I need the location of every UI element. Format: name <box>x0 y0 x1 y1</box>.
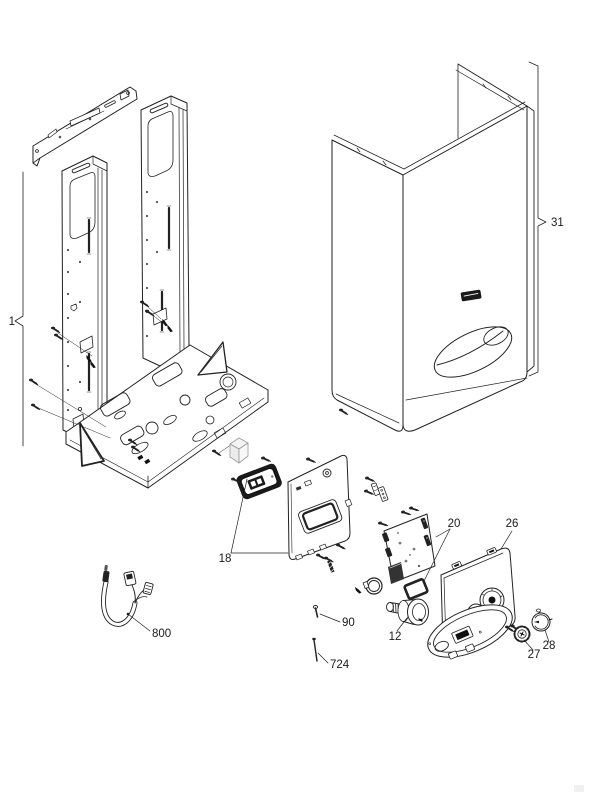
part-label-control-box: 26 <box>506 518 519 530</box>
callout-knob <box>396 617 408 632</box>
part-label-knob: 12 <box>389 631 402 643</box>
part-label-knob-round: 28 <box>543 640 556 652</box>
part-label-screw: 90 <box>342 617 355 629</box>
part-label-knob-small: 27 <box>528 649 541 661</box>
display-bezel <box>236 463 282 500</box>
part-label-screw-long: 724 <box>330 659 350 671</box>
wall-bracket <box>32 86 138 167</box>
outer-case <box>331 63 535 432</box>
screw-90 <box>312 605 319 618</box>
base-plate <box>65 341 269 489</box>
panel-screws <box>229 454 347 573</box>
panel-support <box>287 454 353 561</box>
callout-knob-27 <box>523 639 534 651</box>
left-side-panel <box>61 155 108 438</box>
callout-knob-28 <box>544 629 550 643</box>
part-label-panel-support: 18 <box>219 553 232 565</box>
knob-28 <box>531 608 553 632</box>
cable-800 <box>100 564 154 627</box>
part-label-pcb: 20 <box>448 518 461 530</box>
callout-screw-90 <box>319 613 341 623</box>
part-label-case: 31 <box>551 217 564 229</box>
screw-724 <box>312 637 318 662</box>
callout-cable <box>127 613 151 632</box>
callout-panel <box>230 478 289 554</box>
knob-27 <box>510 624 531 643</box>
page-artifact <box>574 785 584 792</box>
knob-12 <box>386 598 429 626</box>
callout-case <box>528 61 547 377</box>
callout-screw-724 <box>317 652 329 664</box>
control-box <box>427 547 516 660</box>
part-label-frame: 1 <box>9 316 15 328</box>
callout-control-box <box>500 530 513 550</box>
right-side-panel <box>140 95 190 367</box>
small-fittings <box>362 474 389 502</box>
part-label-cable: 800 <box>152 628 171 640</box>
callout-frame <box>14 171 24 447</box>
packing-cube <box>229 437 249 464</box>
pcb-board <box>376 503 436 600</box>
clamp-ring <box>354 577 383 595</box>
callout-pcb <box>423 528 451 582</box>
